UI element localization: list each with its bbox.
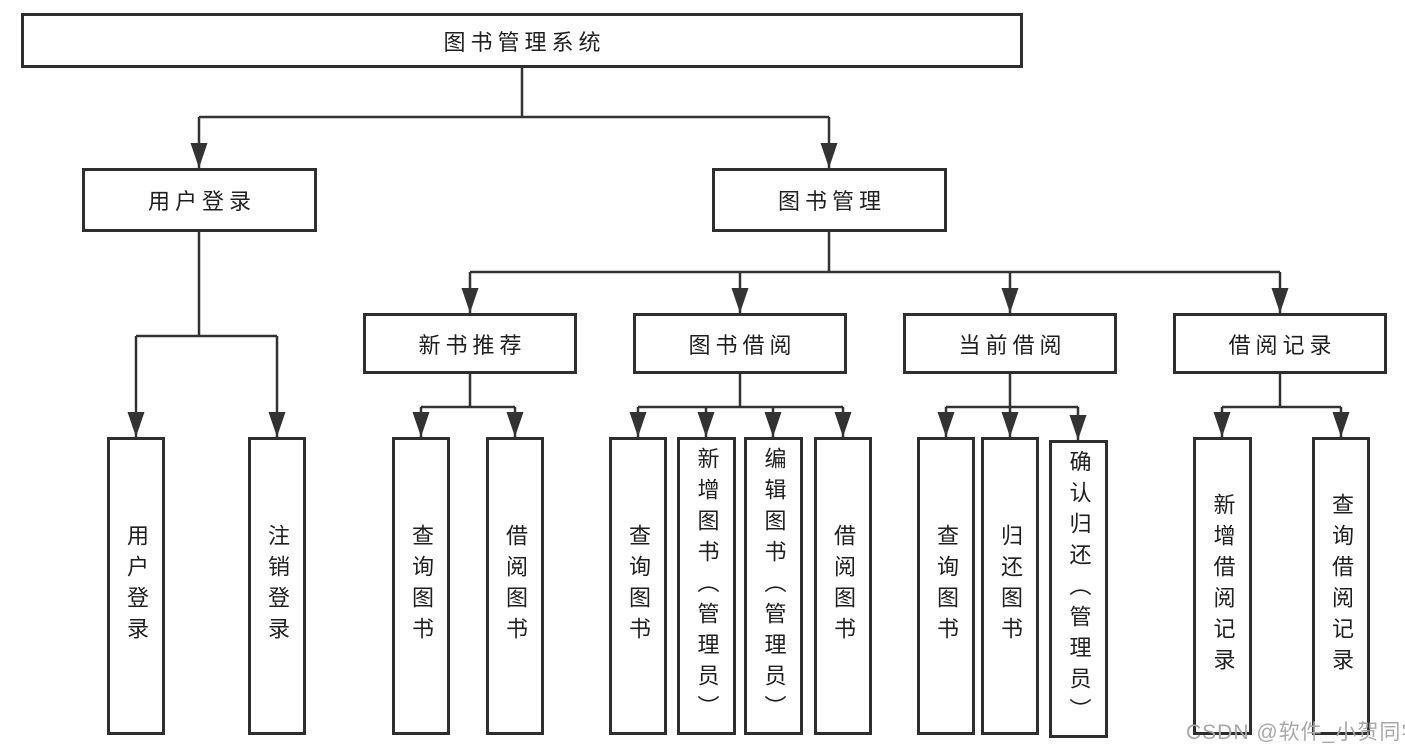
leaf-return-books-label: 归还图书 [998, 524, 1023, 648]
arrow-down-icon [764, 412, 782, 437]
leaf-query-borrow-record-label: 查询借阅记录 [1329, 493, 1354, 679]
connector-book-borrow-children [629, 374, 852, 437]
leaf-logout-label: 注销登录 [265, 524, 290, 648]
arrow-down-icon [1001, 412, 1019, 437]
leaf-query-books-borrowing: 查询图书 [609, 437, 667, 735]
node-book-borrowing: 图书借阅 [633, 313, 847, 374]
connector-current-borrow-children [937, 374, 1087, 440]
leaf-return-books: 归还图书 [981, 437, 1039, 735]
leaf-logout: 注销登录 [248, 437, 306, 735]
leaf-confirm-return-admin: 确认归还（管理员） [1049, 440, 1108, 738]
leaf-borrow-books-label: 借阅图书 [831, 524, 856, 648]
leaf-user-login: 用户登录 [107, 437, 165, 735]
arrow-down-icon [731, 288, 749, 313]
csdn-watermark: CSDN @软件_小贺同学 [1186, 721, 1405, 744]
arrow-down-icon [190, 143, 208, 168]
arrow-down-icon [127, 412, 145, 437]
leaf-edit-books-admin-label: 编辑图书（管理员） [761, 446, 787, 726]
arrow-down-icon [834, 412, 852, 437]
node-borrowing-records: 借阅记录 [1173, 313, 1387, 374]
leaf-query-books-borrowing-label: 查询图书 [626, 524, 651, 648]
leaf-borrow-books: 借阅图书 [814, 437, 872, 735]
node-current-borrowing: 当前借阅 [903, 313, 1117, 374]
node-user-login: 用户登录 [82, 168, 317, 232]
arrow-down-icon [1213, 412, 1231, 437]
arrow-down-icon [1001, 288, 1019, 313]
connector-user-login-children [127, 232, 286, 437]
leaf-borrow-books-recommend: 借阅图书 [486, 437, 544, 735]
arrow-down-icon [461, 288, 479, 313]
leaf-query-borrow-record: 查询借阅记录 [1312, 437, 1370, 735]
leaf-add-books-admin-label: 新增图书（管理员） [694, 446, 720, 726]
arrow-down-icon [1332, 412, 1350, 437]
leaf-borrow-books-recommend-label: 借阅图书 [503, 524, 528, 648]
arrow-down-icon [1271, 288, 1289, 313]
node-library-management-system: 图书管理系统 [21, 13, 1023, 68]
leaf-add-borrow-record: 新增借阅记录 [1193, 437, 1252, 735]
leaf-query-books-recommend-label: 查询图书 [409, 524, 434, 648]
arrow-down-icon [412, 412, 430, 437]
leaf-confirm-return-admin-label: 确认归还（管理员） [1066, 449, 1092, 729]
arrow-down-icon [697, 412, 715, 437]
arrow-down-icon [506, 412, 524, 437]
arrow-down-icon [1069, 415, 1087, 440]
connector-book-mgmt-to-level3 [461, 232, 1289, 313]
leaf-query-books-current: 查询图书 [917, 437, 975, 735]
arrow-down-icon [937, 412, 955, 437]
node-book-management: 图书管理 [712, 168, 947, 232]
connector-root-to-level2 [190, 68, 838, 168]
leaf-query-books-current-label: 查询图书 [934, 524, 959, 648]
arrow-down-icon [629, 412, 647, 437]
connector-borrow-records-children [1213, 374, 1350, 437]
leaf-query-books-recommend: 查询图书 [392, 437, 450, 735]
connector-new-books-children [412, 374, 524, 437]
leaf-user-login-label: 用户登录 [124, 524, 149, 648]
leaf-edit-books-admin: 编辑图书（管理员） [744, 437, 803, 735]
node-new-book-recommendation: 新书推荐 [363, 313, 577, 374]
leaf-add-books-admin: 新增图书（管理员） [677, 437, 736, 735]
arrow-down-icon [820, 143, 838, 168]
leaf-add-borrow-record-label: 新增借阅记录 [1210, 493, 1236, 679]
arrow-down-icon [268, 412, 286, 437]
